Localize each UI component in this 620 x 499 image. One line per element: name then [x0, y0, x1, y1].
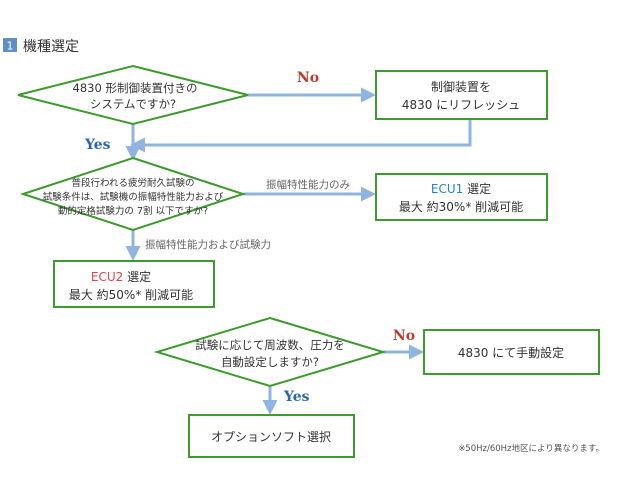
- ecu1-suffix: 選定: [463, 181, 491, 196]
- box-option: オプションソフト選択: [188, 414, 355, 458]
- ecu2-name: ECU2: [91, 270, 123, 284]
- edge-label-no-2: No: [393, 328, 415, 344]
- edge-label-amp-only: 振幅特性能力のみ: [266, 178, 350, 191]
- decision-2: 普段行われる疲労耐久試験の 試験条件は、試験機の振幅特性能力および 動的定格試験…: [19, 156, 247, 232]
- box-ecu2: ECU2 選定 最大 約50%* 削減可能: [53, 260, 215, 308]
- box-ecu2-detail: 最大 約50%* 削減可能: [69, 287, 193, 302]
- section-title: 機種選定: [23, 39, 79, 55]
- decision-3: 試験に応じて周波数、圧力を 自動設定しますか?: [153, 316, 387, 388]
- decision-2-shape: [19, 156, 247, 232]
- box-manual-label: 4830 にて手動設定: [458, 345, 564, 360]
- box-option-label: オプションソフト選択: [211, 430, 331, 444]
- box-ecu2-title: ECU2 選定: [91, 269, 151, 284]
- box-option-shape: [188, 414, 355, 458]
- box-ecu1: ECU1 選定 最大 約30%* 削減可能: [375, 173, 548, 221]
- connectors: [125, 87, 472, 415]
- box-refresh-line-2: 4830 にリフレッシュ: [402, 98, 520, 112]
- box-ecu1-title: ECU1 選定: [431, 181, 491, 196]
- box-ecu1-shape: [375, 173, 548, 221]
- section-number: 1: [7, 40, 14, 53]
- decision-3-line-1: 試験に応じて周波数、圧力を: [195, 338, 345, 352]
- edge-label-amp-and-force: 振幅特性能力および試験力: [145, 238, 271, 251]
- box-manual-shape: [423, 329, 600, 375]
- decision-2-line-3: 動的定格試験力の 7割 以下ですか?: [58, 205, 208, 217]
- edge-label-yes-2: Yes: [283, 389, 310, 405]
- box-refresh-line-1: 制御装置を: [431, 79, 491, 94]
- footnote: ※50Hz/60Hz地区により異なります。: [458, 443, 604, 454]
- decision-1-shape: [17, 64, 249, 126]
- ecu1-name: ECU1: [431, 182, 463, 196]
- edge-label-no-1: No: [297, 70, 319, 86]
- section-number-badge: [3, 38, 17, 52]
- box-manual: 4830 にて手動設定: [423, 329, 600, 375]
- edge-label-yes-1: Yes: [84, 137, 111, 153]
- decision-3-line-2: 自動設定しますか?: [221, 355, 319, 369]
- decision-1-line-1: 4830 形制御装置付きの: [73, 81, 198, 95]
- decision-1-line-2: システムですか?: [90, 97, 176, 111]
- box-refresh-shape: [375, 70, 548, 120]
- decision-2-line-2: 試験条件は、試験機の振幅特性能力および: [43, 191, 224, 203]
- section-header: 1 機種選定: [3, 38, 79, 55]
- arrow-refresh-return: [130, 119, 472, 153]
- box-ecu2-shape: [53, 260, 215, 308]
- box-refresh: 制御装置を 4830 にリフレッシュ: [375, 70, 548, 120]
- decision-1: 4830 形制御装置付きの システムですか?: [17, 64, 249, 126]
- decision-2-line-1: 普段行われる疲労耐久試験の: [71, 177, 194, 189]
- box-ecu1-detail: 最大 約30%* 削減可能: [399, 199, 523, 214]
- ecu2-suffix: 選定: [123, 269, 151, 284]
- decision-3-shape: [153, 316, 387, 388]
